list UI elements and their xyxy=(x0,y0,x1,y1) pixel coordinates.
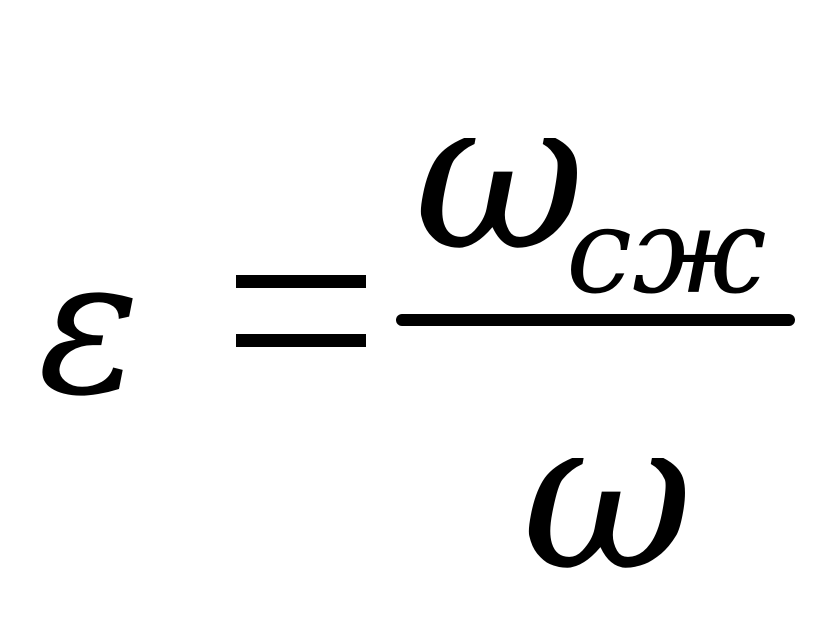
epsilon-symbol: ε xyxy=(38,216,140,437)
equals-sign xyxy=(236,275,366,347)
numerator-subscript: сж xyxy=(566,182,767,320)
numerator-omega: ω xyxy=(414,52,586,297)
formula: ε ω сж ω xyxy=(38,52,795,617)
equals-bar-top xyxy=(236,275,366,288)
denominator-omega: ω xyxy=(522,372,694,617)
fraction-bar xyxy=(396,314,795,326)
equals-bar-bottom xyxy=(236,334,366,347)
